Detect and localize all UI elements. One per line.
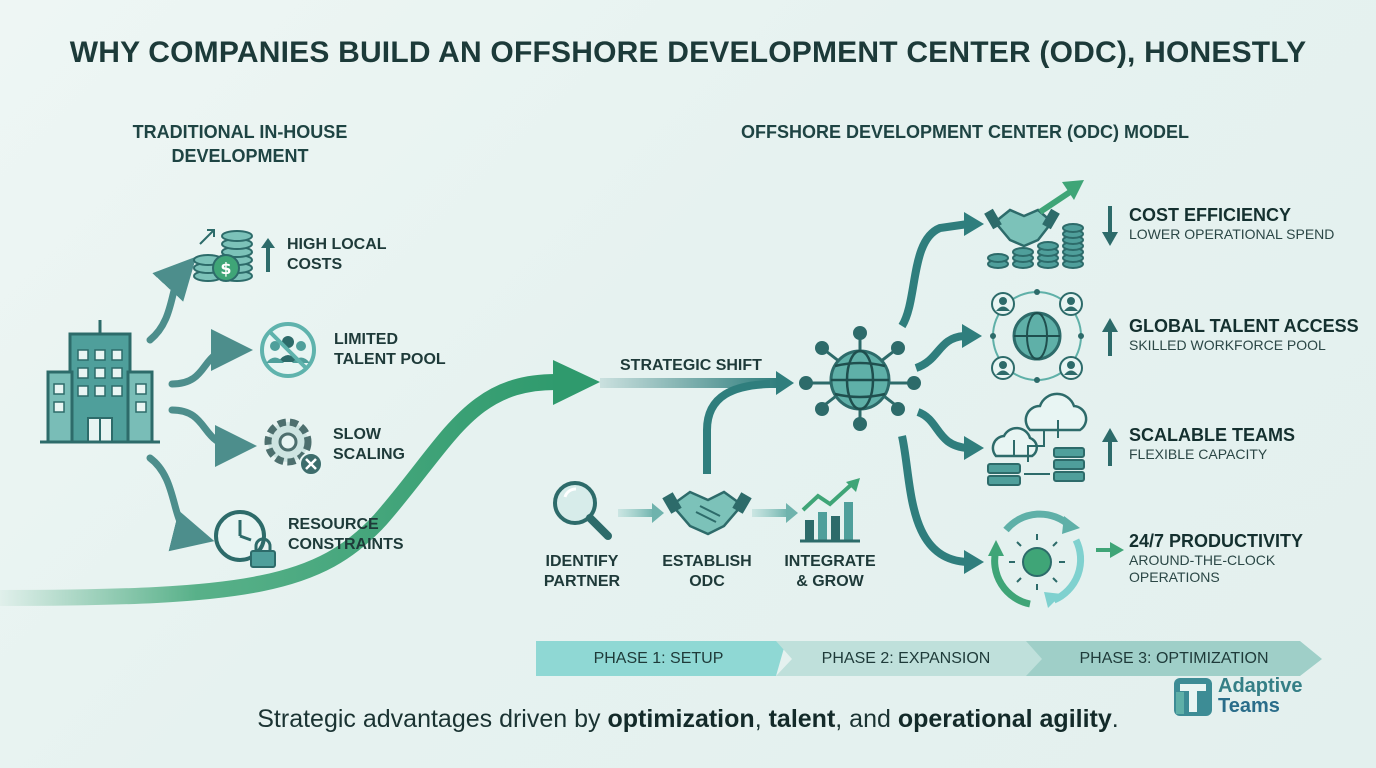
benefit-title: 24/7 PRODUCTIVITY xyxy=(1129,531,1304,551)
step-integrate-grow: INTEGRATE & GROW xyxy=(784,553,876,590)
benefit-title: COST EFFICIENCY xyxy=(1129,205,1292,225)
odc-model-heading: OFFSHORE DEVELOPMENT CENTER (ODC) MODEL xyxy=(740,122,1189,142)
handshake-icon xyxy=(662,490,752,536)
cycle-sun-icon xyxy=(988,510,1085,608)
gear-x-icon xyxy=(264,418,323,476)
handshake-coins-icon xyxy=(984,180,1084,269)
footer-emphasis: talent xyxy=(768,705,836,733)
footer-text: Strategic advantages driven by xyxy=(257,705,608,733)
magnifier-icon xyxy=(553,481,612,540)
trend-up-arrow-icon xyxy=(1102,428,1118,466)
footer-text: , and xyxy=(835,705,898,733)
benefit-arrow-heads xyxy=(962,212,984,574)
benefit-branch-arrows xyxy=(898,220,969,566)
network-globe-icon xyxy=(799,326,921,431)
logo-line-1: Adaptive xyxy=(1218,675,1303,697)
arrow-up-icon xyxy=(261,238,275,272)
footer-tagline: Strategic advantages driven by optimizat… xyxy=(0,705,1376,734)
trend-up-arrow-icon xyxy=(1102,318,1118,356)
problem-label-talent: LIMITED TALENT POOL xyxy=(334,331,446,368)
trend-right-arrow-icon xyxy=(1096,542,1124,558)
phase-1-label: PHASE 1: SETUP xyxy=(593,650,724,667)
growth-chart-icon xyxy=(800,478,860,543)
problem-label-scaling: SLOW SCALING xyxy=(333,426,405,463)
coins-stack-icon: $ xyxy=(193,229,253,282)
global-talent-icon xyxy=(990,289,1084,383)
logo: Adaptive Teams xyxy=(1218,676,1302,716)
strategic-shift-big-arrow xyxy=(0,360,600,606)
benefit-global-talent: GLOBAL TALENT ACCESS SKILLED WORKFORCE P… xyxy=(1129,315,1374,354)
clock-lock-icon xyxy=(214,510,276,568)
traditional-heading: TRADITIONAL IN-HOUSE DEVELOPMENT xyxy=(132,122,348,166)
trend-down-arrow-icon xyxy=(1102,206,1118,246)
benefit-productivity: 24/7 PRODUCTIVITY AROUND-THE-CLOCK OPERA… xyxy=(1129,530,1319,586)
problem-label-resources: RESOURCE CONSTRAINTS xyxy=(288,516,404,553)
benefit-title: GLOBAL TALENT ACCESS xyxy=(1129,316,1359,336)
establish-to-shift-arrow xyxy=(703,380,771,474)
footer-emphasis: operational agility xyxy=(897,705,1112,733)
phase-2-label: PHASE 2: EXPANSION xyxy=(821,650,991,667)
benefit-subtitle: SKILLED WORKFORCE POOL xyxy=(1129,337,1326,353)
footer-text: , xyxy=(754,705,769,733)
phase-3-label: PHASE 3: OPTIMIZATION xyxy=(1079,650,1269,667)
benefit-subtitle: LOWER OPERATIONAL SPEND xyxy=(1129,226,1335,242)
problem-branch-arrows xyxy=(146,256,257,552)
step-arrows xyxy=(618,503,798,523)
step-establish-odc: ESTABLISH ODC xyxy=(662,553,752,590)
problem-label-costs: HIGH LOCAL COSTS xyxy=(287,236,387,273)
cloud-servers-icon xyxy=(987,392,1088,486)
phase-chevrons xyxy=(536,641,1322,676)
benefit-cost-efficiency: COST EFFICIENCY LOWER OPERATIONAL SPEND xyxy=(1129,204,1369,243)
benefit-subtitle: AROUND-THE-CLOCK OPERATIONS xyxy=(1129,552,1276,585)
strategic-shift-label: STRATEGIC SHIFT xyxy=(620,357,762,374)
footer-emphasis: optimization xyxy=(607,705,755,733)
page-title: WHY COMPANIES BUILD AN OFFSHORE DEVELOPM… xyxy=(69,36,1307,69)
restricted-people-icon xyxy=(260,322,316,378)
benefit-subtitle: FLEXIBLE CAPACITY xyxy=(1129,446,1268,462)
svg-text:$: $ xyxy=(220,259,231,278)
office-building-icon xyxy=(40,320,160,444)
footer-text: . xyxy=(1111,705,1119,733)
step-identify-partner: IDENTIFY PARTNER xyxy=(543,553,621,590)
logo-line-2: Teams xyxy=(1218,695,1280,717)
benefit-title: SCALABLE TEAMS xyxy=(1129,425,1295,445)
strategic-shift-arrow xyxy=(600,371,794,395)
benefit-scalable-teams: SCALABLE TEAMS FLEXIBLE CAPACITY xyxy=(1129,424,1369,463)
logo-mark-icon xyxy=(1174,678,1212,716)
